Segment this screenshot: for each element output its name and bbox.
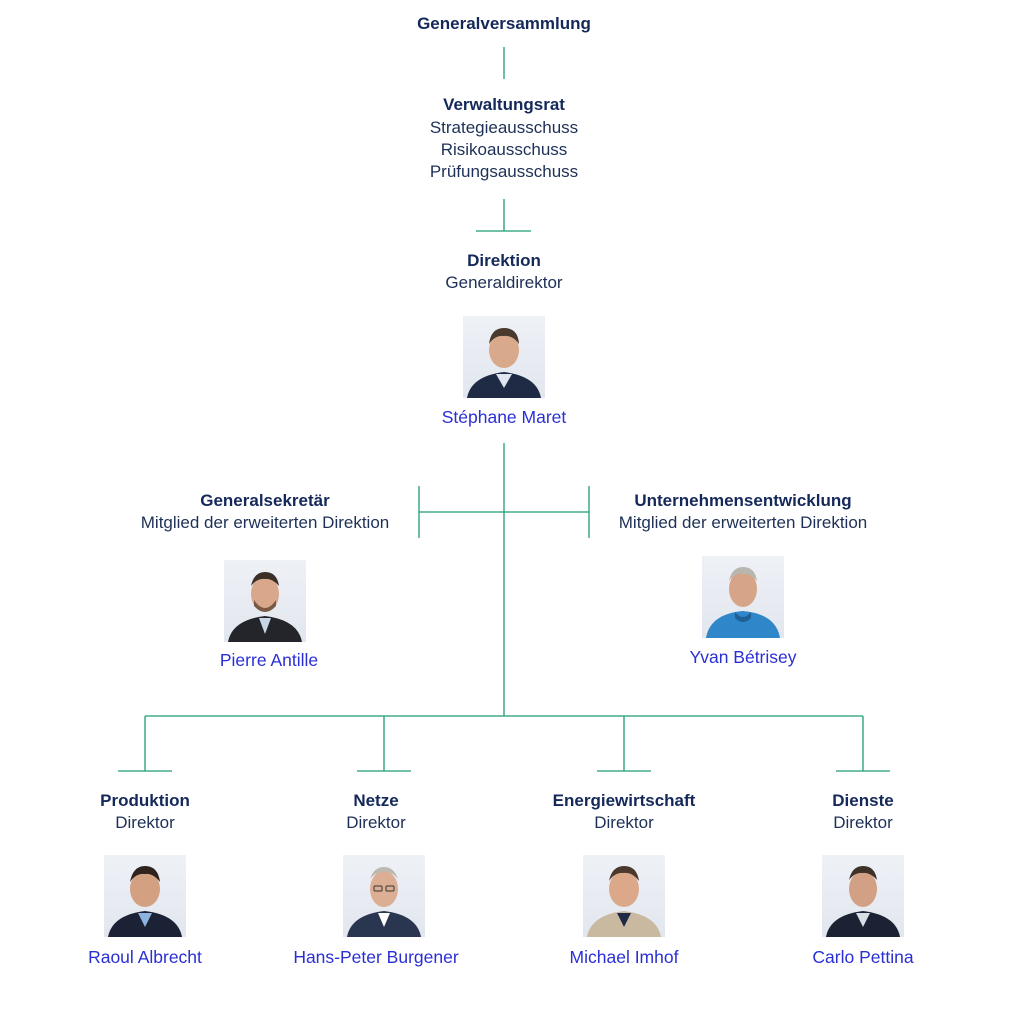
- department-title: Produktion: [100, 791, 190, 810]
- person-photo-icon: [702, 556, 784, 638]
- board-committee: Strategieausschuss: [429, 118, 579, 137]
- direction-person-link[interactable]: Stéphane Maret: [441, 407, 567, 427]
- department-role: Direktor: [115, 813, 175, 832]
- development-person-link[interactable]: Yvan Bétrisey: [689, 647, 797, 667]
- person-photo-icon: [822, 855, 904, 937]
- department-role: Direktor: [346, 813, 406, 832]
- direction-title: Direktion: [467, 251, 541, 270]
- department-person-link[interactable]: Michael Imhof: [569, 947, 679, 967]
- department-role: Direktor: [833, 813, 893, 832]
- development-title: Unternehmensentwicklung: [634, 491, 852, 510]
- department-role: Direktor: [594, 813, 654, 832]
- secretary-role: Mitglied der erweiterten Direktion: [140, 513, 390, 532]
- person-photo-icon: [104, 855, 186, 937]
- person-photo-icon: [343, 855, 425, 937]
- person-photo-icon: [583, 855, 665, 937]
- department-person-link[interactable]: Carlo Pettina: [812, 947, 914, 967]
- board-title: Verwaltungsrat: [443, 95, 565, 114]
- department-title: Dienste: [832, 791, 894, 810]
- development-role: Mitglied der erweiterten Direktion: [618, 513, 868, 532]
- department-title: Energiewirtschaft: [552, 791, 696, 810]
- department-person-link[interactable]: Raoul Albrecht: [88, 947, 202, 967]
- assembly-title: Generalversammlung: [417, 14, 591, 33]
- secretary-person-link[interactable]: Pierre Antille: [219, 650, 319, 670]
- person-photo-icon: [463, 316, 545, 398]
- direction-role: Generaldirektor: [445, 273, 563, 292]
- department-title: Netze: [353, 791, 399, 810]
- person-photo-icon: [224, 560, 306, 642]
- board-committee: Risikoausschuss: [440, 140, 568, 159]
- department-person-link[interactable]: Hans-Peter Burgener: [293, 947, 459, 967]
- board-committee: Prüfungsausschuss: [429, 162, 579, 181]
- secretary-title: Generalsekretär: [200, 491, 330, 510]
